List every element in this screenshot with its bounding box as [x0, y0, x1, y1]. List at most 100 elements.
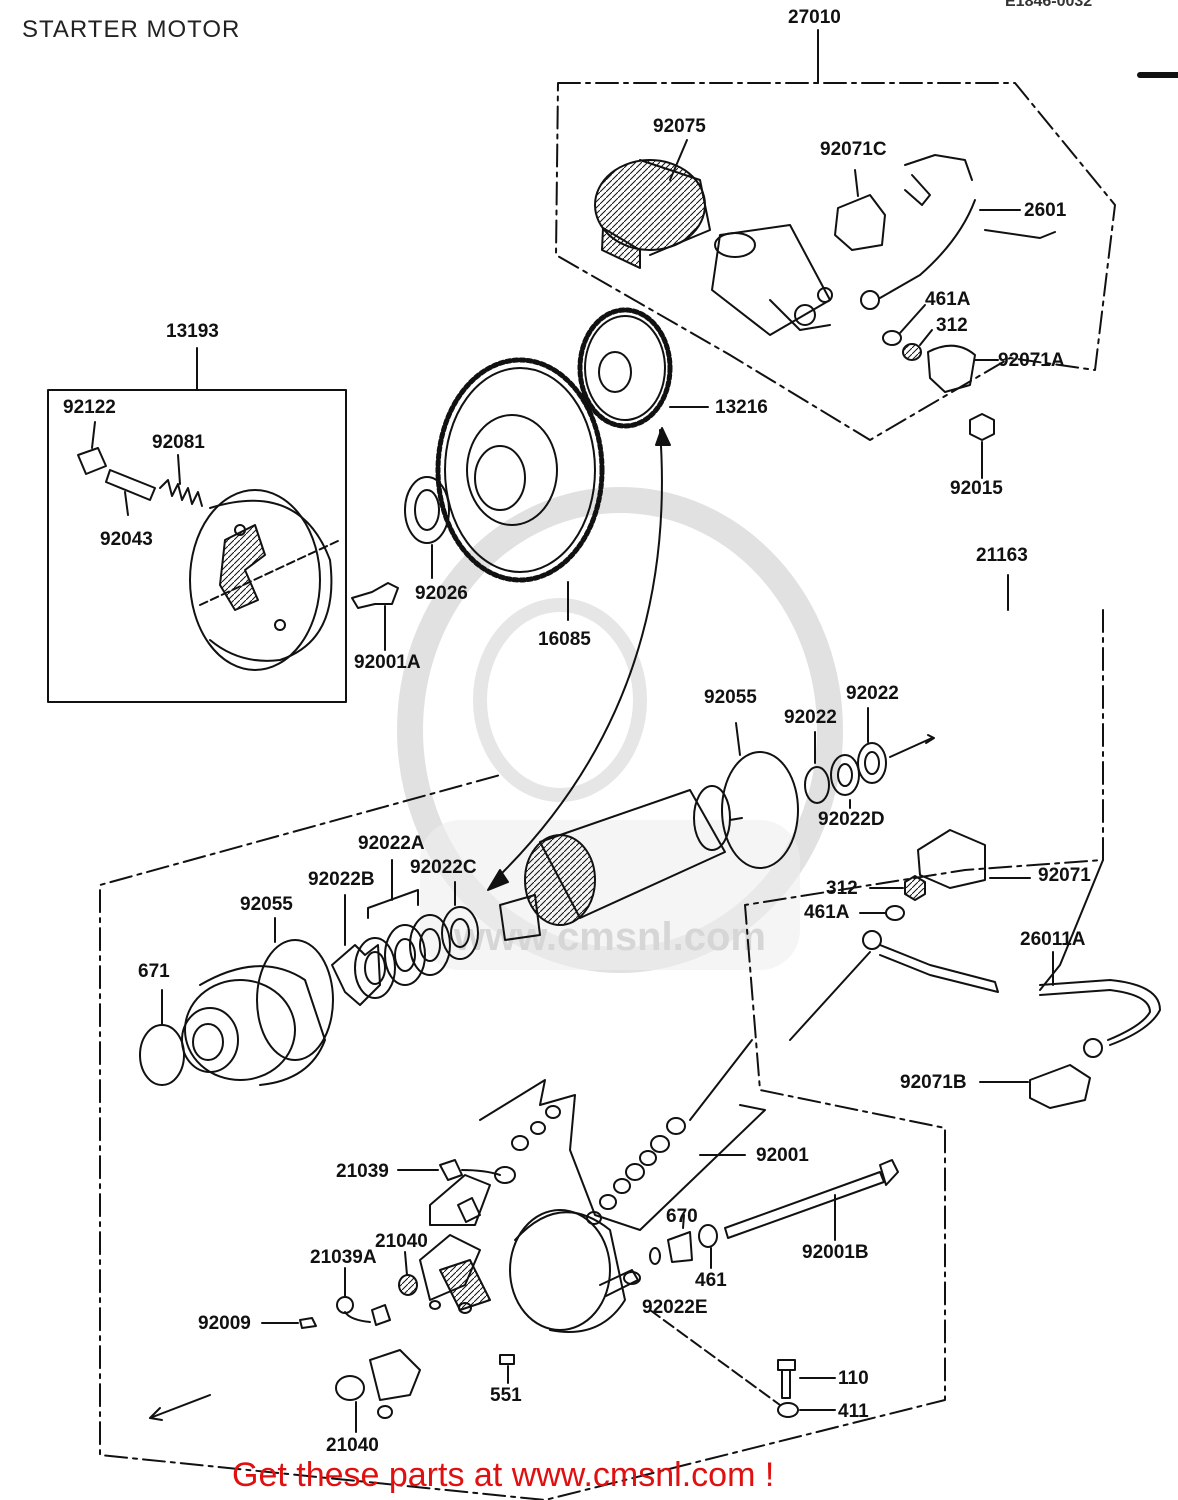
- label-92022A: 92022A: [358, 833, 425, 854]
- watermark-text: www.cmsnl.com: [453, 915, 766, 959]
- label-92055-top: 92055: [704, 687, 757, 708]
- label-92071: 92071: [1038, 865, 1091, 886]
- part-92009-screw: [261, 1317, 317, 1329]
- label-92022D: 92022D: [818, 809, 885, 830]
- direction-arrow-head-icon: [149, 1407, 163, 1421]
- part-312-mid-nut: [869, 875, 926, 901]
- part-312-top-nut: [902, 329, 933, 361]
- part-92001A-bolt: [351, 582, 399, 651]
- group-boundary-27010: [555, 82, 1116, 441]
- footer-link-text[interactable]: Get these parts at www.cmsnl.com !: [232, 1456, 775, 1494]
- part-110-bolt: [777, 1359, 836, 1399]
- part-92071-cap: [917, 829, 1031, 889]
- label-13216: 13216: [715, 397, 768, 418]
- label-92122: 92122: [63, 397, 116, 418]
- label-92001: 92001: [756, 1145, 809, 1166]
- label-92081: 92081: [152, 432, 205, 453]
- label-110: 110: [838, 1368, 869, 1389]
- part-motor-lead: [789, 930, 999, 1041]
- label-92075: 92075: [653, 116, 706, 137]
- assembly-arrow: [494, 429, 663, 881]
- part-671-oring: [139, 989, 185, 1086]
- label-551: 551: [490, 1385, 522, 1406]
- part-solenoid-body: [711, 224, 833, 336]
- label-461A-mid: 461A: [804, 902, 850, 923]
- label-92022-a: 92022: [784, 707, 837, 728]
- part-92001-washers: [511, 1039, 753, 1225]
- label-312-top: 312: [936, 315, 968, 336]
- direction-arrow: [149, 1394, 211, 1419]
- part-92043-roller: [105, 469, 156, 516]
- part-92015-nut: [969, 413, 995, 479]
- part-starter-clutch: [189, 489, 341, 671]
- label-13193: 13193: [166, 321, 219, 342]
- part-92001B-bolt: [724, 1159, 899, 1241]
- part-92071B-cap: [979, 1064, 1091, 1109]
- label-26011A: 26011A: [1020, 929, 1086, 950]
- part-front-cover: [181, 965, 326, 1086]
- centerline: [649, 1309, 781, 1406]
- label-21040-a: 21040: [375, 1231, 428, 1252]
- part-670-plate: [649, 1214, 693, 1265]
- part-92071A-cap: [927, 344, 999, 393]
- label-27010: 27010: [788, 7, 841, 28]
- part-92055-oring-left: [256, 917, 334, 1061]
- label-671: 671: [138, 961, 170, 982]
- part-21039-brush: [397, 1159, 516, 1184]
- label-21039: 21039: [336, 1161, 389, 1182]
- part-92075-cover: [594, 139, 711, 269]
- callout-line: [1039, 859, 1104, 991]
- part-21040-lower: [335, 1349, 421, 1433]
- part-16085-gear: [435, 357, 605, 621]
- label-92071A: 92071A: [998, 350, 1065, 371]
- label-92001A: 92001A: [354, 652, 421, 673]
- part-2601-lead: [860, 154, 1056, 310]
- part-461A-mid-washer: [859, 905, 905, 921]
- part-461A-top-washer: [882, 304, 926, 346]
- part-92122-pin: [77, 421, 107, 475]
- group-boundary-21163: [99, 609, 1104, 1500]
- part-551-pin: [499, 1354, 515, 1384]
- label-461A-top: 461A: [925, 289, 971, 310]
- label-92022E: 92022E: [642, 1297, 708, 1318]
- label-411: 411: [838, 1401, 869, 1422]
- part-461-washer: [698, 1224, 718, 1269]
- label-92022C: 92022C: [410, 857, 477, 878]
- label-16085: 16085: [538, 629, 591, 650]
- label-92071B: 92071B: [900, 1072, 967, 1093]
- label-21163: 21163: [976, 545, 1028, 566]
- label-21039A: 21039A: [310, 1247, 377, 1268]
- part-21040-spring: [398, 1197, 481, 1296]
- reference-code: E1846-0032: [1005, 0, 1093, 10]
- label-21040-b: 21040: [326, 1435, 379, 1456]
- part-brush-holder: [429, 1259, 491, 1314]
- label-312-mid: 312: [826, 878, 858, 899]
- label-92022B: 92022B: [308, 869, 375, 890]
- part-92022-left-washers: [331, 859, 479, 1006]
- part-92022-washer-set: [804, 707, 935, 809]
- arrow-head-icon: [487, 869, 509, 891]
- watermark-logo: www.cmsnl.com: [397, 487, 843, 973]
- label-92009: 92009: [198, 1313, 251, 1334]
- part-armature: [499, 785, 743, 941]
- arrow-head-icon: [655, 427, 671, 446]
- part-92026-washer: [404, 476, 450, 579]
- label-92043: 92043: [100, 529, 153, 550]
- part-92081-spring: [159, 454, 203, 507]
- part-92055-oring-top: [721, 722, 799, 869]
- label-92022-b: 92022: [846, 683, 899, 704]
- part-26011A-lead: [1039, 951, 1161, 1058]
- label-92055-left: 92055: [240, 894, 293, 915]
- label-92015: 92015: [950, 478, 1003, 499]
- label-670: 670: [666, 1206, 698, 1227]
- part-92071C-cap: [834, 169, 886, 251]
- part-13216-gear: [577, 307, 709, 429]
- part-411-washer: [777, 1402, 836, 1418]
- label-2601: 2601: [1024, 200, 1067, 221]
- page-title: STARTER MOTOR: [22, 16, 241, 43]
- label-92071C: 92071C: [820, 139, 887, 160]
- label-461: 461: [695, 1270, 727, 1291]
- label-92001B: 92001B: [802, 1242, 869, 1263]
